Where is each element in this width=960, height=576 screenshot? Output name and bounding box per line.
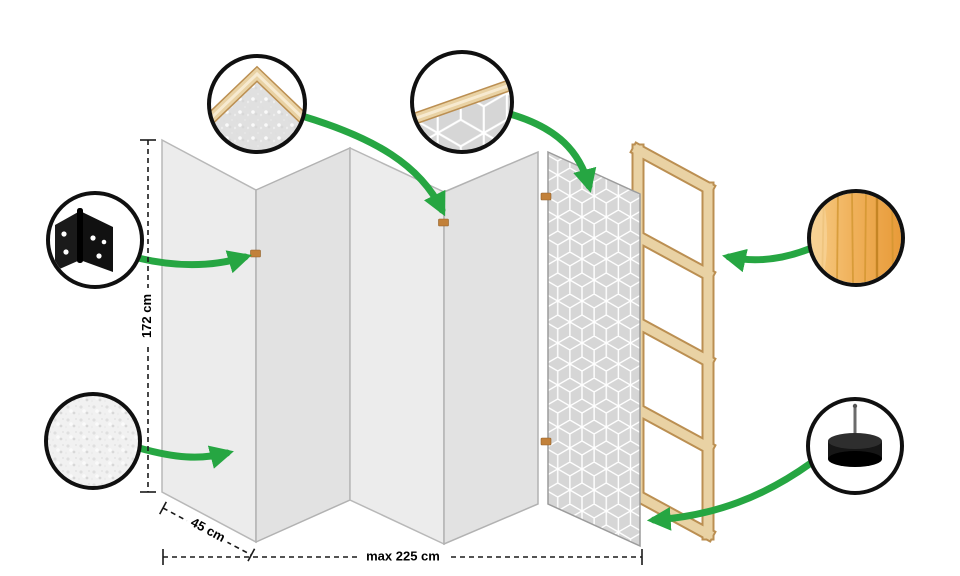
hinge-dot-3 bbox=[540, 192, 552, 201]
arrow-fleece-detail bbox=[135, 444, 234, 469]
height-dimension: 172 cm bbox=[137, 139, 156, 493]
frame-corner-icon bbox=[211, 65, 303, 150]
hinge-dot-4 bbox=[540, 437, 552, 446]
screen-panel-2 bbox=[255, 146, 351, 544]
screen-panel-3 bbox=[349, 146, 445, 546]
wooden-frame bbox=[629, 141, 717, 543]
callout-foot-detail bbox=[806, 397, 904, 495]
folding-screen bbox=[161, 138, 539, 546]
screen-panel-1 bbox=[161, 138, 257, 544]
arrow-corner-detail bbox=[298, 112, 446, 217]
fleece-texture-icon bbox=[48, 396, 138, 486]
fabric-pattern-icon bbox=[414, 77, 510, 150]
callout-fleece-detail bbox=[44, 392, 142, 490]
callout-hinge-detail bbox=[46, 191, 144, 289]
total-width-dimension: max 225 cm bbox=[162, 547, 643, 565]
geometric-pattern-fabric bbox=[547, 150, 641, 548]
arrow-foot-detail bbox=[646, 459, 815, 531]
hinge-dot-1 bbox=[250, 249, 261, 258]
callout-arrows bbox=[134, 110, 815, 531]
callout-corner-detail bbox=[207, 54, 307, 154]
total-width-dimension-label: max 225 cm bbox=[366, 549, 440, 564]
arrow-pattern-detail bbox=[506, 110, 597, 193]
callout-pattern-detail bbox=[410, 50, 514, 154]
screen-panel-4 bbox=[443, 150, 539, 546]
foot-pad-icon bbox=[828, 403, 882, 467]
hinge-icon bbox=[55, 208, 113, 272]
patterned-panel bbox=[547, 150, 641, 548]
height-dimension-label: 172 cm bbox=[139, 294, 154, 338]
callout-wood-detail bbox=[807, 189, 905, 287]
hinge-dot-2 bbox=[438, 218, 449, 227]
arrow-hinge-detail bbox=[134, 250, 252, 274]
arrow-wood-detail bbox=[722, 245, 813, 273]
wooden-frame-rails bbox=[631, 143, 715, 541]
